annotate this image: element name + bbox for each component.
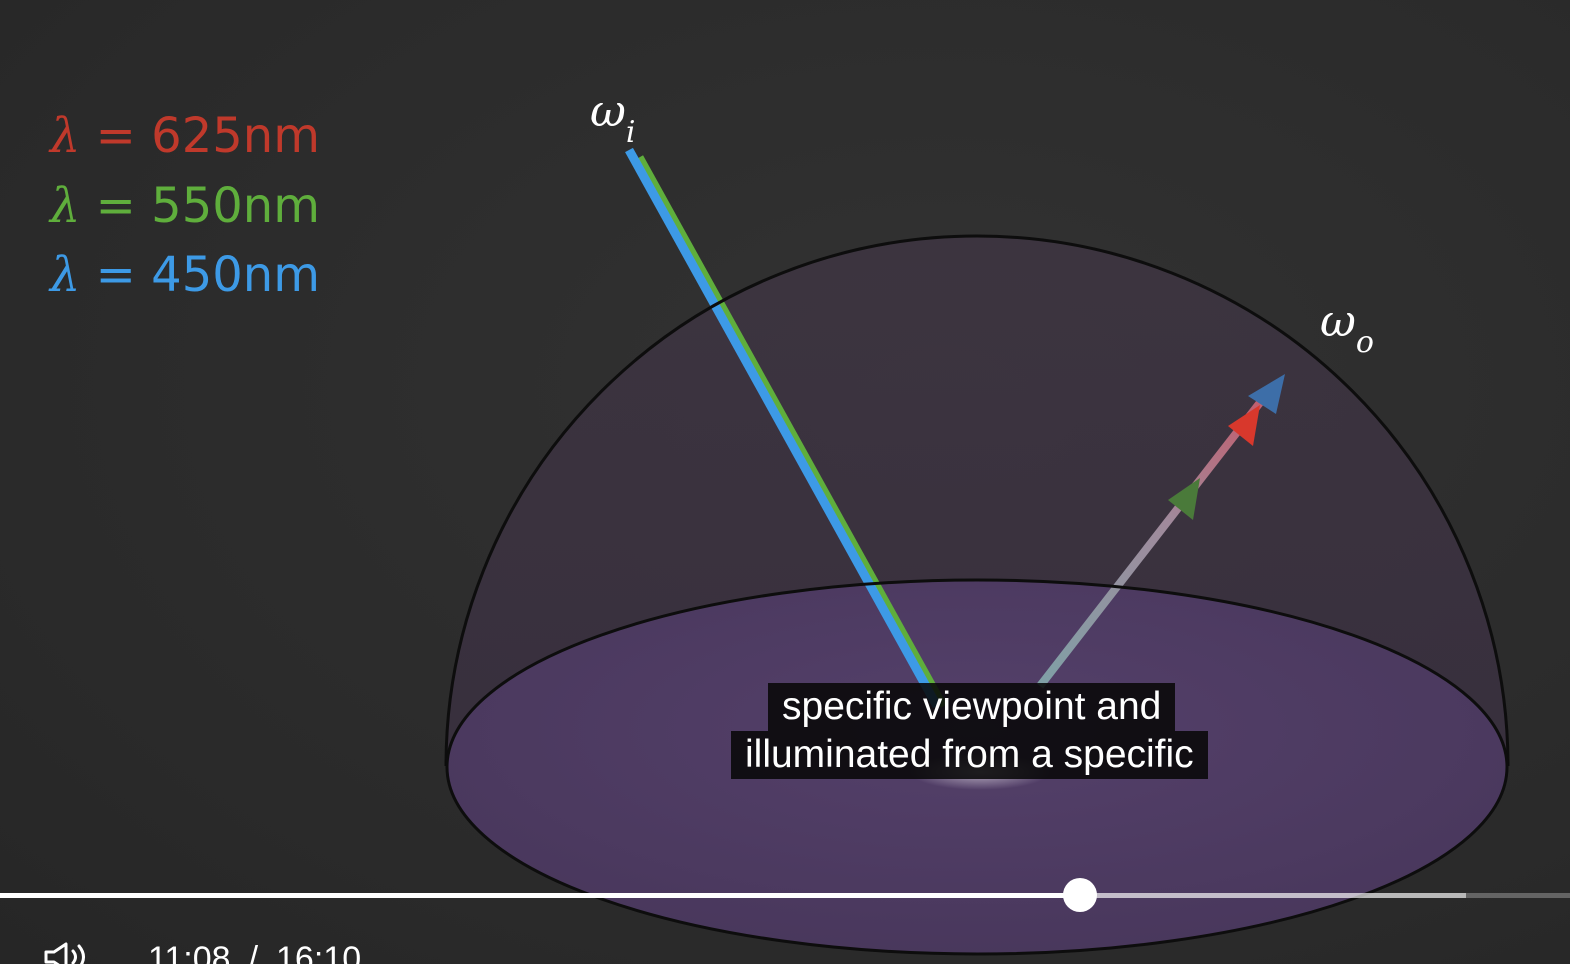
legend-value: = 550nm	[80, 178, 320, 234]
outgoing-ray	[1036, 397, 1266, 689]
omega-base: ω	[590, 86, 626, 137]
lambda-symbol: λ	[50, 178, 81, 234]
outgoing-arrow-red	[1228, 405, 1260, 446]
volume-button[interactable]	[44, 942, 94, 964]
incoming-ray-green	[636, 155, 948, 708]
omega-o-label: ωo	[1320, 300, 1374, 358]
time-separator: /	[248, 940, 259, 964]
legend-450nm: λ = 450nm	[50, 247, 320, 303]
progress-played	[0, 893, 1080, 898]
dome-outline	[444, 234, 1510, 767]
omega-subscript: i	[625, 114, 636, 150]
duration: 16:10	[276, 940, 362, 964]
current-time: 11:08	[148, 940, 231, 964]
legend-625nm: λ = 625nm	[50, 108, 320, 164]
base-outline	[445, 578, 1509, 956]
legend-value: = 625nm	[80, 108, 320, 164]
omega-subscript: o	[1355, 324, 1374, 360]
progress-scrubber-handle[interactable]	[1063, 878, 1097, 912]
lambda-symbol: λ	[50, 247, 81, 303]
outgoing-arrow-green	[1168, 478, 1200, 520]
legend-550nm: λ = 550nm	[50, 178, 320, 234]
incoming-ray-blue	[625, 147, 941, 709]
time-display: 11:08 / 16:10	[148, 940, 379, 964]
subtitle-line-1: specific viewpoint and	[768, 683, 1176, 731]
progress-bar[interactable]	[0, 893, 1570, 898]
omega-base: ω	[1320, 296, 1356, 347]
player-controls: 11:08 / 16:10	[0, 878, 1570, 964]
outgoing-arrow-blue	[1248, 374, 1285, 414]
lambda-symbol: λ	[50, 108, 81, 164]
volume-icon	[44, 942, 85, 964]
legend-value: = 450nm	[80, 247, 320, 303]
omega-i-label: ωi	[590, 90, 636, 148]
subtitle-line-2: illuminated from a specific	[731, 731, 1208, 779]
